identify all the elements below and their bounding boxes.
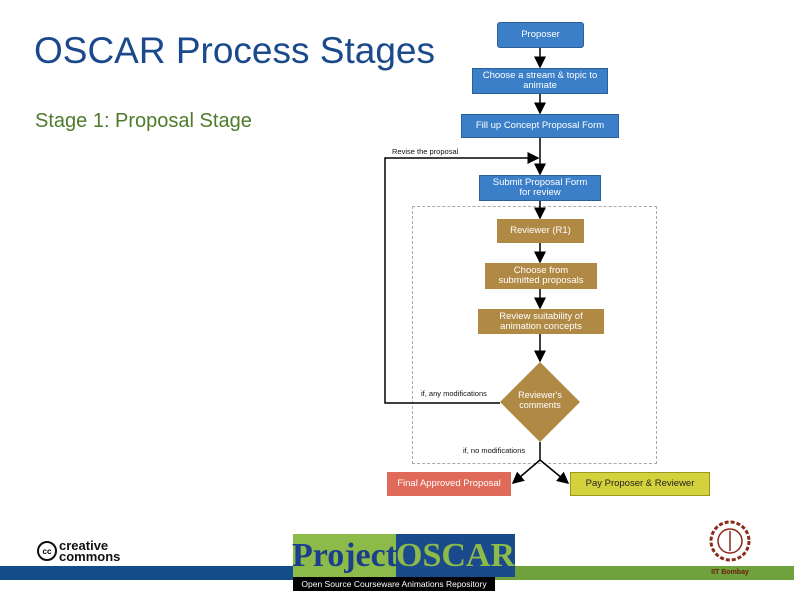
logo-project: Project [292,534,397,577]
cc-line2: commons [59,549,121,564]
revise-label: Revise the proposal [392,147,459,156]
pay-node: Pay Proposer & Reviewer [570,472,710,496]
decision-diamond [500,362,580,442]
comments-label: Reviewer's comments [518,390,562,410]
footer-band-green [495,566,794,580]
final-approved-node: Final Approved Proposal [387,472,511,496]
proposer-node: Proposer [497,22,584,48]
footer-band-blue [0,566,300,580]
iit-emblem-icon [709,520,751,562]
reviewer-node: Reviewer (R1) [497,219,584,243]
iit-caption: IIT Bombay [711,569,749,576]
review-suitability-node: Review suitability of animation concepts [478,309,604,334]
choose-from-node: Choose from submitted proposals [485,263,597,289]
logo-oscar: OSCAR [396,534,516,577]
iit-bombay-logo: IIT Bombay [700,518,760,576]
slide-title: OSCAR Process Stages [34,30,435,71]
cc-line1: creative [59,538,109,553]
if-mods-label: if, any modifications [421,389,487,398]
review-group-boundary [412,206,657,464]
logo-tagline: Open Source Courseware Animations Reposi… [293,577,495,591]
choose-stream-node: Choose a stream & topic to animate [472,68,608,94]
cc-icon: cc [37,541,57,561]
fill-form-node: Fill up Concept Proposal Form [461,114,619,138]
slide-subtitle: Stage 1: Proposal Stage [35,110,252,132]
if-no-mods-label: if, no modifications [463,446,526,455]
submit-node: Submit Proposal Form for review [479,175,601,201]
